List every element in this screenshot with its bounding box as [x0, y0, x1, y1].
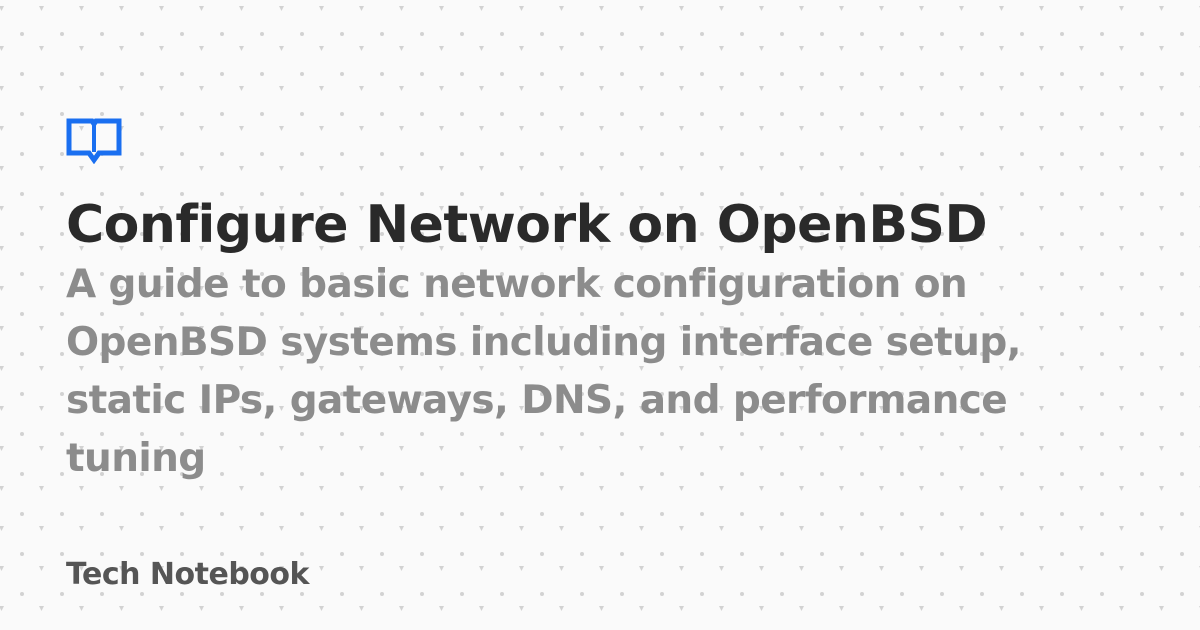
site-name: Tech Notebook — [66, 557, 309, 592]
card-content: Configure Network on OpenBSD A guide to … — [66, 118, 1146, 488]
page-description: A guide to basic network configuration o… — [66, 262, 1021, 481]
page-title: Configure Network on OpenBSD — [66, 195, 988, 255]
open-book-icon — [66, 118, 122, 164]
